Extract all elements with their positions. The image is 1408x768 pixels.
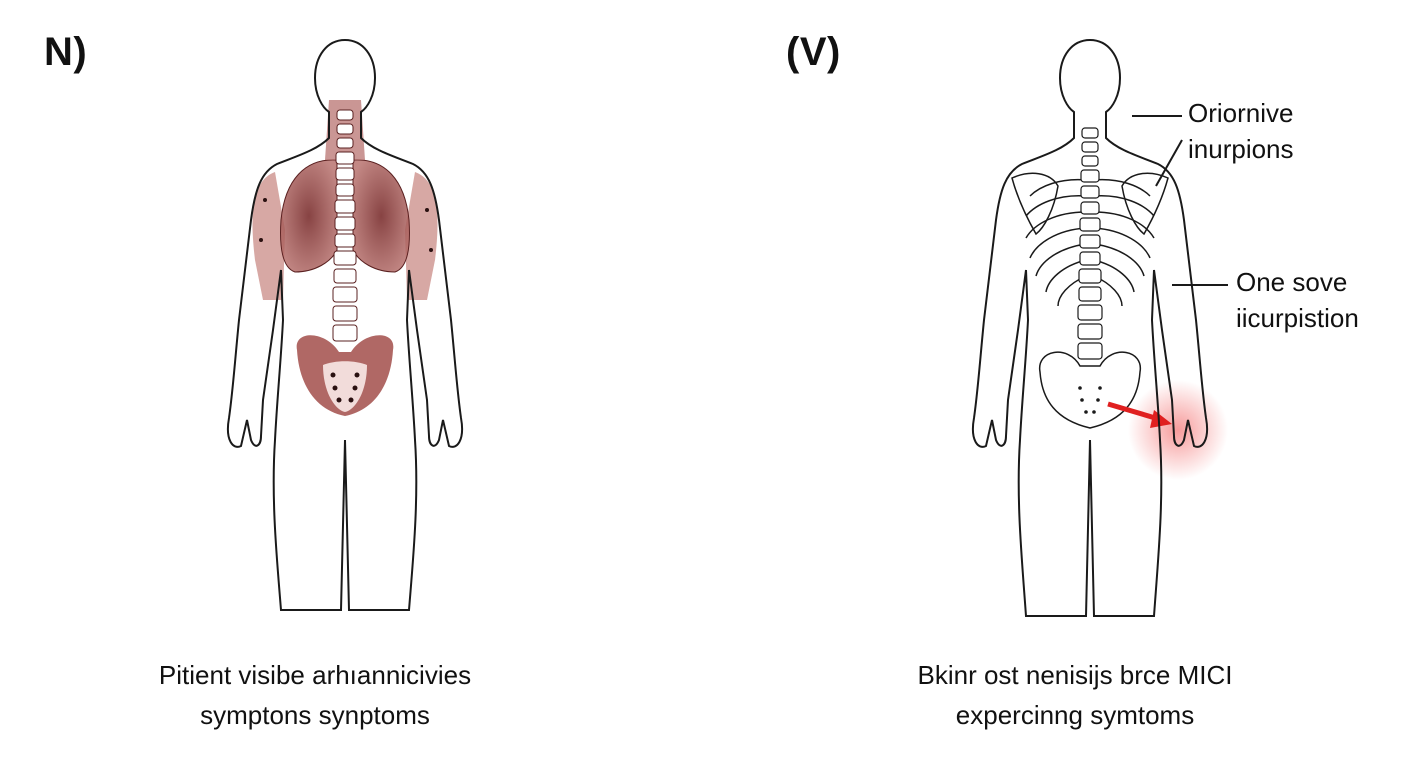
panel-label-left: N) bbox=[44, 30, 88, 74]
right-spine bbox=[1077, 127, 1103, 360]
callout-top-line-2: inurpions bbox=[1188, 134, 1294, 164]
left-arm-inflammation bbox=[252, 172, 285, 300]
right-body-outline bbox=[972, 38, 1208, 617]
left-lung bbox=[280, 159, 338, 273]
pain-arrow bbox=[1107, 401, 1172, 428]
right-scapula bbox=[1121, 172, 1169, 236]
callout-middle: One sove iicurpistion bbox=[1236, 264, 1359, 336]
left-spine bbox=[332, 109, 358, 342]
callout-top: Oriornive inurpions bbox=[1188, 95, 1294, 167]
caption-left: Pitient visibe arhıannicivies symptons s… bbox=[110, 655, 520, 735]
right-lung bbox=[352, 159, 410, 273]
caption-right: Bkinr ost nenisijs brce MICI expercinng … bbox=[860, 655, 1290, 735]
panel-label-right: (V) bbox=[786, 30, 841, 74]
left-body-figure bbox=[227, 38, 463, 611]
caption-left-line-1: Pitient visibe arhıannicivies bbox=[158, 660, 472, 690]
left-scapula bbox=[1011, 172, 1059, 236]
caption-left-line-2: symptons synptoms bbox=[200, 700, 430, 730]
callout-middle-line-1: One sove bbox=[1236, 267, 1348, 297]
callout-top-line-1: Oriornive bbox=[1188, 98, 1294, 128]
caption-right-line-1: Bkinr ost nenisijs brce MICI bbox=[917, 660, 1233, 690]
callout-2-leader bbox=[1172, 284, 1228, 286]
callout-middle-line-2: iicurpistion bbox=[1236, 303, 1359, 333]
callout-1-leader bbox=[1132, 115, 1183, 187]
right-body-figure bbox=[972, 38, 1228, 617]
caption-right-line-2: expercinng symtoms bbox=[955, 700, 1195, 730]
left-body-outline bbox=[227, 38, 463, 611]
pain-glow bbox=[1128, 380, 1228, 480]
right-arm-inflammation bbox=[405, 172, 438, 300]
right-pelvis bbox=[1039, 351, 1141, 429]
